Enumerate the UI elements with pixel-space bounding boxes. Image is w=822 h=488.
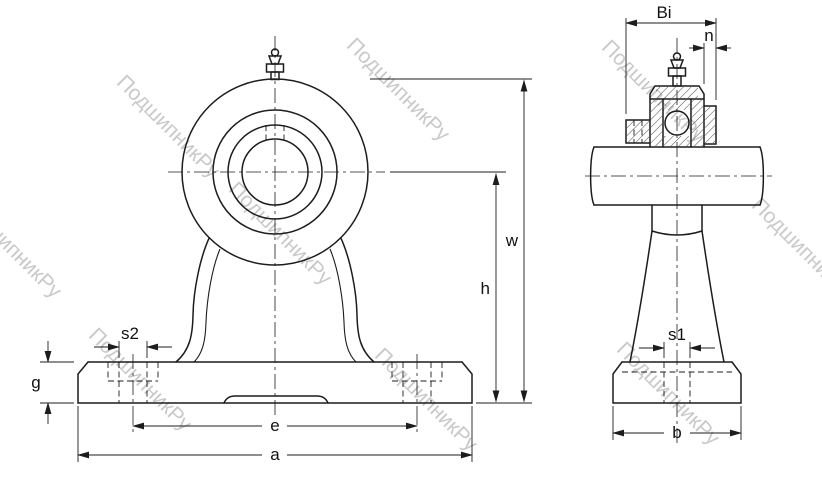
dim-label-b: b	[672, 423, 681, 442]
bolt-hole-right	[391, 354, 443, 410]
dim-label-a: a	[270, 445, 280, 464]
side-centerlines	[585, 38, 772, 445]
dimension-g: g	[31, 341, 74, 424]
dim-label-w: w	[505, 231, 519, 250]
dimension-Bi: Bi	[625, 3, 717, 114]
dim-label-s2: s2	[121, 324, 139, 343]
dimension-s2: s2	[94, 324, 172, 358]
side-base	[612, 361, 742, 404]
bearing-section	[625, 85, 717, 148]
dim-label-n: n	[704, 26, 713, 45]
dim-label-s1: s1	[668, 325, 686, 344]
side-view: Bi n s1 b	[585, 3, 772, 445]
dim-label-g: g	[31, 373, 40, 392]
pedestal-outline	[175, 237, 375, 363]
bolt-hole-left	[107, 354, 159, 410]
side-column	[629, 204, 725, 363]
dimension-h: h	[390, 171, 506, 403]
dim-label-e: e	[270, 416, 279, 435]
grease-fitting-front	[265, 48, 285, 81]
base-outline	[77, 361, 473, 404]
front-centerlines	[168, 36, 385, 418]
grease-fitting-side	[667, 52, 687, 87]
front-view: w h e a	[31, 36, 532, 464]
shaft	[589, 146, 765, 206]
dimension-n: n	[689, 26, 731, 84]
dimension-w: w	[370, 78, 532, 404]
dim-label-h: h	[481, 279, 490, 298]
dim-label-Bi: Bi	[656, 3, 671, 22]
dimension-e: e	[132, 410, 418, 435]
dimension-a: a	[77, 406, 473, 464]
dimension-s1: s1	[639, 325, 715, 358]
dimension-b: b	[612, 406, 742, 442]
